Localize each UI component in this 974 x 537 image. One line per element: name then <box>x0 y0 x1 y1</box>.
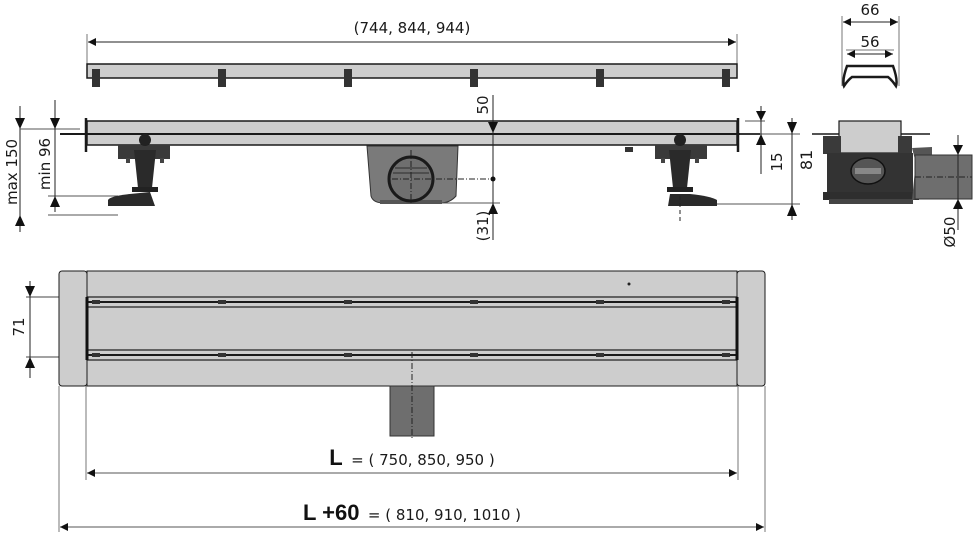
outlet-diameter-label: Ø50 <box>941 217 959 248</box>
profile-shape <box>842 64 898 89</box>
flange-height-label: 15 <box>768 152 786 171</box>
max-height-label: max 150 <box>3 139 21 205</box>
grate-clips <box>92 69 730 87</box>
grate-side-view: (744, 844, 944) <box>86 19 738 87</box>
drain-top-view: 71 L = ( 750, 850, 950 ) L +6 <box>10 270 766 532</box>
channel-width-label: 71 <box>10 317 28 336</box>
profile-inner-width-label: 56 <box>860 33 879 51</box>
min-height-label: min 96 <box>36 138 54 190</box>
left-adjustable-foot <box>108 134 170 206</box>
outlet-body <box>366 145 492 205</box>
total-height-label: 81 <box>797 150 816 170</box>
total-length-formula: L +60 = ( 810, 910, 1010 ) <box>303 500 521 525</box>
grate-bar <box>86 63 738 79</box>
right-flange <box>736 270 766 387</box>
drain-side-view: max 150 min 96 <box>3 95 816 241</box>
length-formula: L = ( 750, 850, 950 ) <box>329 445 494 470</box>
outlet-bottom-label: (31) <box>474 211 492 242</box>
total-length-values: = ( 810, 910, 1010 ) <box>368 506 521 524</box>
outlet-end-view: Ø50 <box>812 120 973 248</box>
grate-length-label: (744, 844, 944) <box>354 19 471 37</box>
length-symbol: L <box>329 445 342 470</box>
right-adjustable-foot <box>655 134 717 222</box>
profile-cross-section: 66 56 <box>841 1 900 89</box>
profile-outer-width-label: 66 <box>860 1 879 19</box>
left-flange <box>58 270 88 387</box>
outlet-axis-depth-label: 50 <box>474 95 492 114</box>
total-length-symbol: L +60 <box>303 500 359 525</box>
length-values: = ( 750, 850, 950 ) <box>351 451 495 469</box>
